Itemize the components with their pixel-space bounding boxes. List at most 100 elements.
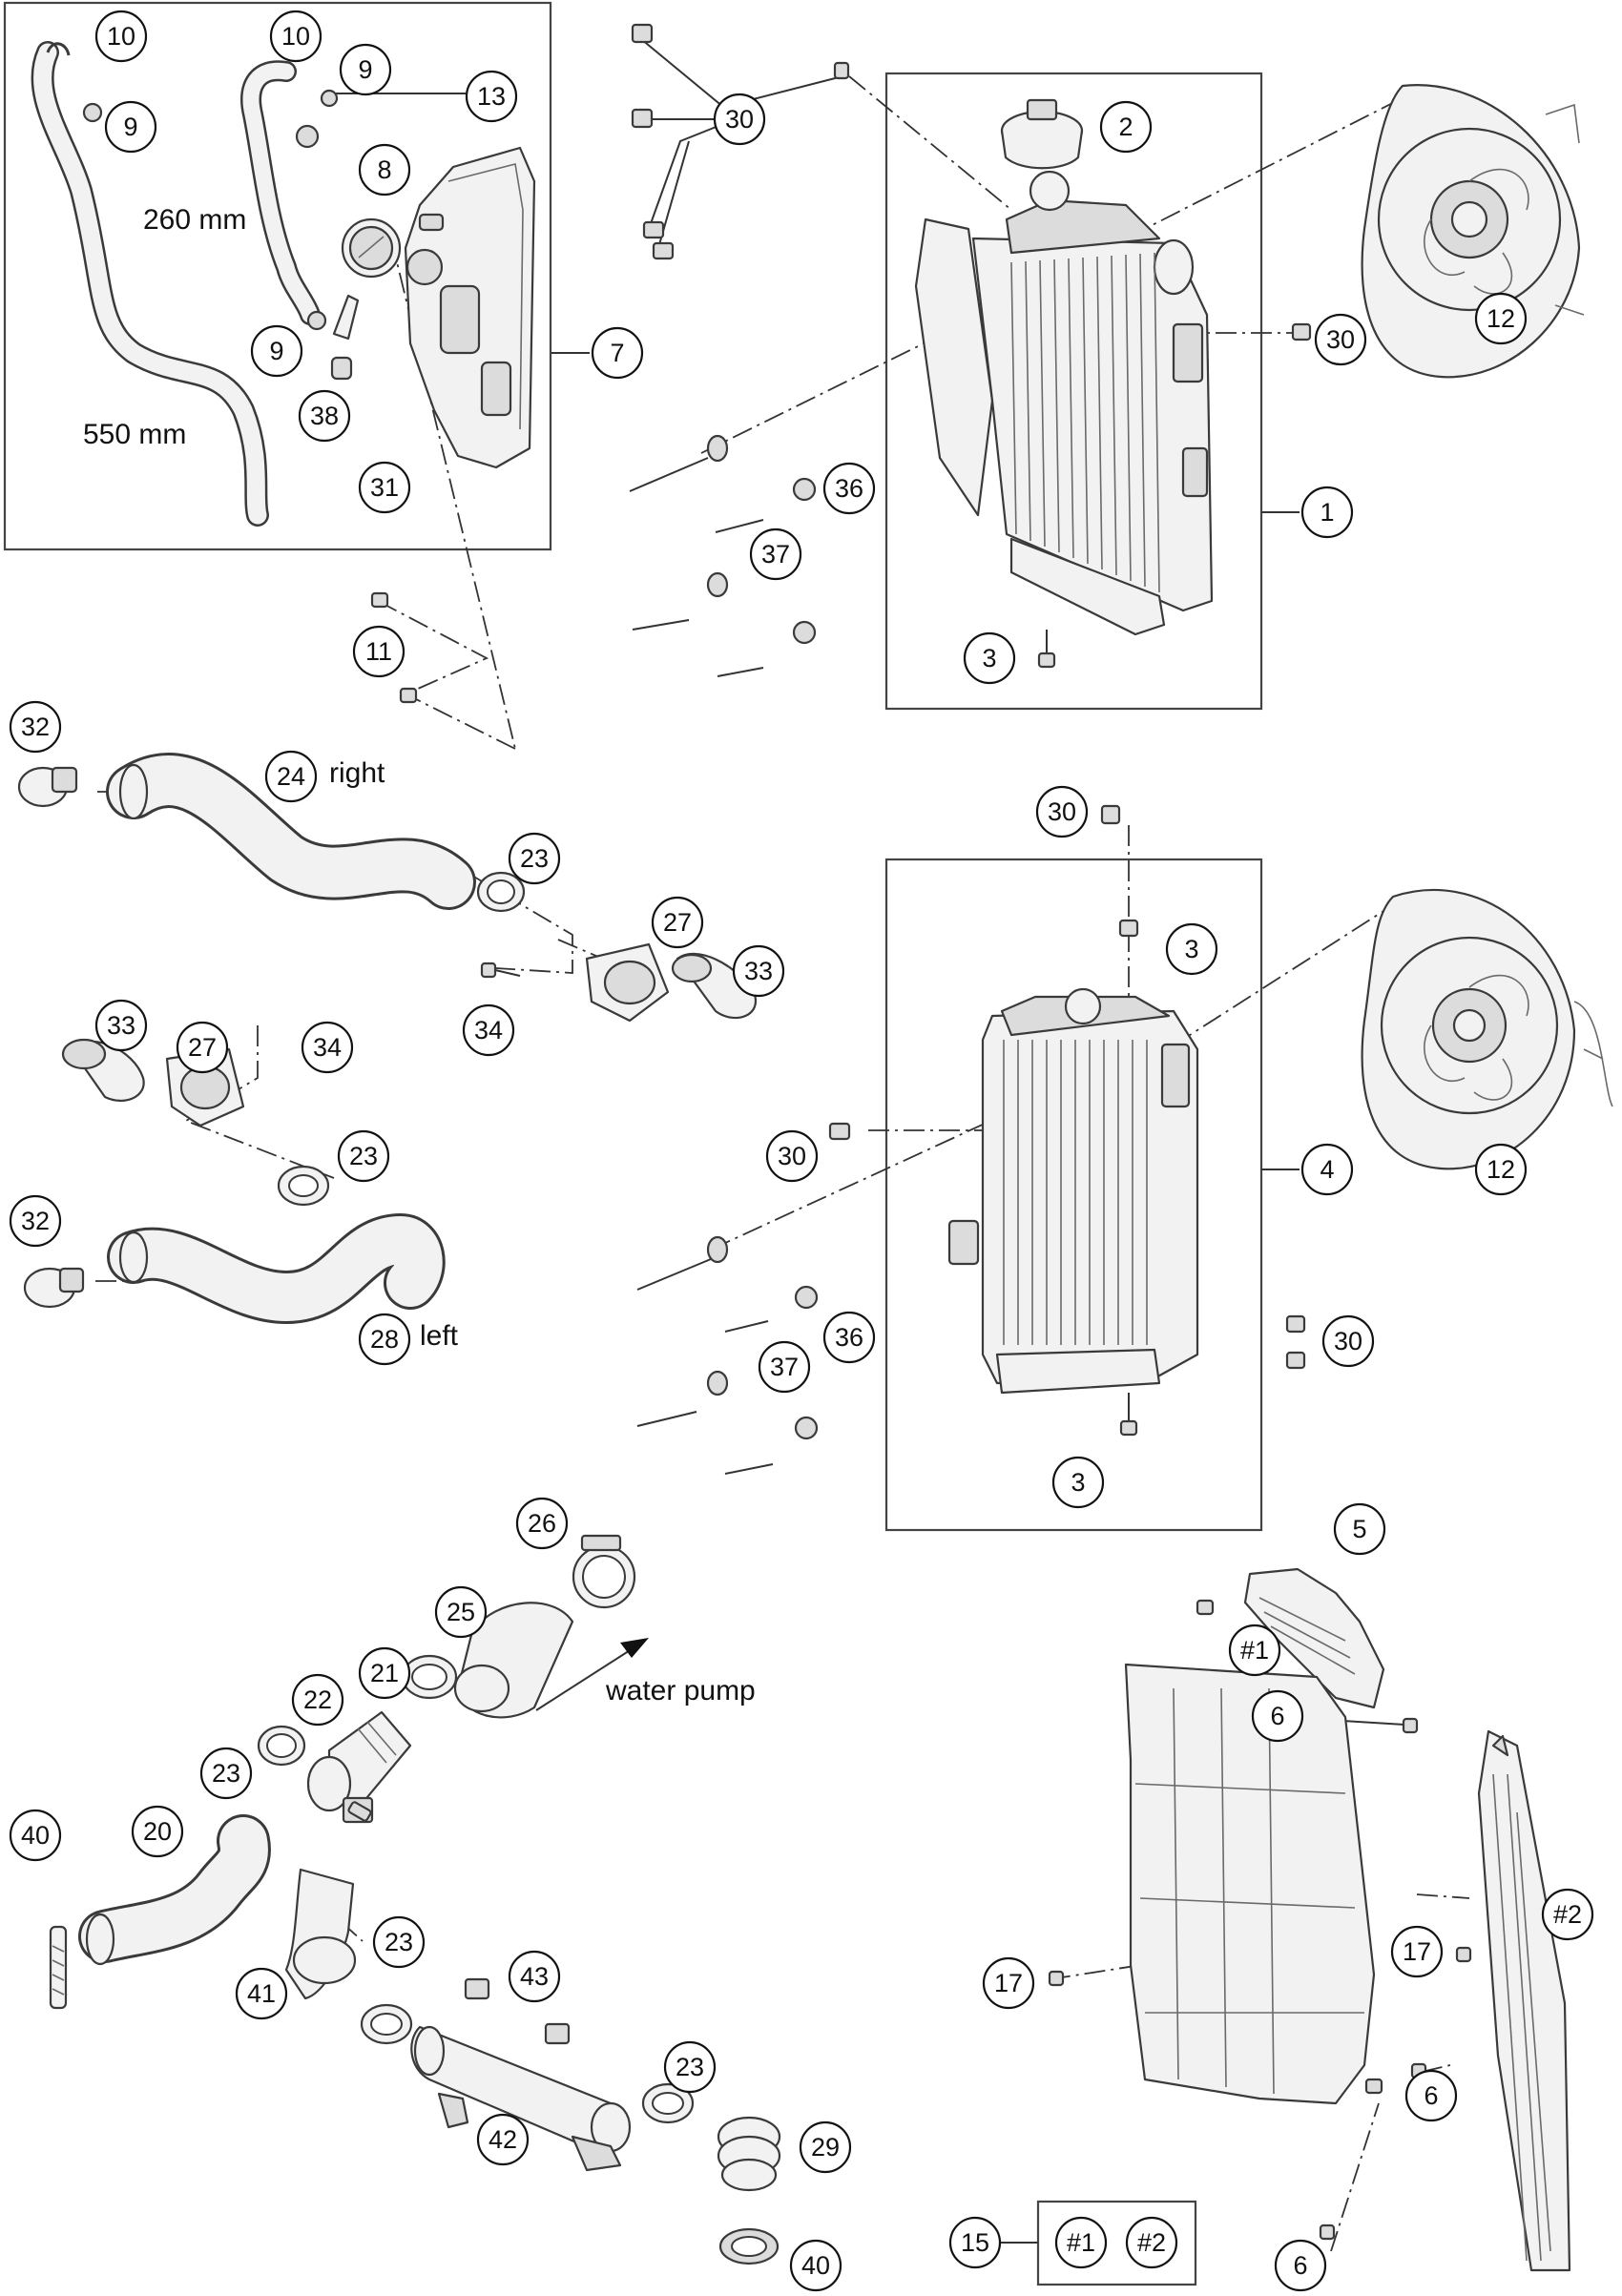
expansion-tank-kit-box (3, 1, 552, 551)
svg-text:42: 42 (489, 2125, 517, 2154)
svg-text:27: 27 (663, 908, 692, 937)
radiator-guard-5 (1196, 1567, 1419, 1734)
callout-7: 7 (591, 326, 644, 380)
right-clips-30 (631, 23, 1312, 341)
callout-38: 38 (298, 389, 351, 443)
svg-text:30: 30 (1334, 1327, 1362, 1355)
callout-30-c: 30 (1035, 785, 1089, 838)
callout-6-c: 6 (1274, 2239, 1327, 2292)
callout-17-b: 17 (1390, 1925, 1444, 1978)
hose-left-28 (107, 1212, 446, 1325)
clamp-23-top (476, 871, 526, 913)
callout-42: 42 (476, 2113, 530, 2166)
callout-11: 11 (352, 625, 406, 678)
callout-34-a: 34 (462, 1003, 515, 1057)
svg-text:6: 6 (1270, 1702, 1284, 1730)
left-label: left (420, 1320, 459, 1352)
callout-3-c: 3 (1051, 1456, 1105, 1509)
callout-37-b: 37 (758, 1340, 811, 1394)
water-pump-label: water pump (605, 1675, 756, 1706)
clamp-40-bottom (718, 2227, 780, 2265)
svg-text:25: 25 (447, 1598, 475, 1626)
svg-text:36: 36 (835, 1323, 863, 1352)
callout-8: 8 (358, 143, 411, 197)
svg-text:1: 1 (1320, 498, 1334, 527)
callout-34-b: 34 (301, 1021, 354, 1074)
callout-23-a: 23 (508, 832, 561, 885)
small-clamps (82, 89, 360, 381)
svg-text:#1: #1 (1067, 2228, 1095, 2257)
callout-31: 31 (358, 461, 411, 514)
svg-text:20: 20 (143, 1817, 172, 1846)
length-260mm-label: 260 mm (143, 204, 246, 236)
hose-41 (284, 1868, 357, 2000)
svg-text:11: 11 (365, 637, 392, 666)
callout-23-d: 23 (372, 1915, 426, 1969)
callout-23-e: 23 (663, 2040, 717, 2094)
svg-text:41: 41 (247, 1979, 276, 2008)
callout-9-c: 9 (250, 324, 303, 378)
hose-550mm (31, 41, 269, 527)
right-fan (1361, 84, 1585, 379)
clamp-21 (401, 1654, 458, 1700)
clamp-23-low (360, 2003, 413, 2045)
hose-clamp-32-bottom (23, 1267, 85, 1309)
screws-11 (370, 591, 418, 704)
svg-text:29: 29 (811, 2133, 840, 2162)
callout-32-a: 32 (9, 700, 62, 754)
hose-clamp-32-top (17, 766, 78, 808)
callout-27-a: 27 (651, 896, 704, 949)
svg-text:2: 2 (1118, 113, 1133, 141)
callout-37-a: 37 (749, 527, 802, 581)
svg-text:22: 22 (303, 1686, 332, 1714)
callout-6-b: 6 (1404, 2069, 1458, 2122)
screws-17-and-6 (1048, 1946, 1472, 2241)
svg-text:37: 37 (770, 1353, 799, 1381)
svg-text:27: 27 (188, 1033, 217, 1062)
thermostat-33-right (671, 952, 757, 1020)
callout-30-e: 30 (1321, 1314, 1375, 1368)
svg-text:10: 10 (281, 22, 310, 51)
svg-text:7: 7 (610, 339, 624, 367)
svg-text:37: 37 (761, 540, 790, 569)
callout-23-c: 23 (199, 1747, 253, 1800)
length-550mm-label: 550 mm (83, 419, 186, 450)
callout-shroud-2: #2 (1541, 1888, 1594, 1941)
clamp-23-right (641, 2082, 695, 2124)
svg-text:8: 8 (377, 155, 391, 184)
left-radiator (947, 987, 1199, 1395)
callout-1: 1 (1300, 486, 1354, 539)
svg-text:#1: #1 (1240, 1636, 1269, 1665)
callout-43: 43 (508, 1950, 561, 2003)
water-pump-arrow (535, 1638, 649, 1711)
svg-text:28: 28 (370, 1325, 399, 1354)
thermostat-housing-27-right (585, 942, 670, 1023)
left-fasteners (636, 1235, 819, 1475)
callout-26: 26 (515, 1497, 569, 1550)
svg-text:3: 3 (982, 644, 996, 672)
svg-text:12: 12 (1487, 304, 1515, 333)
thermostat-33-left (61, 1038, 145, 1102)
callout-33-a: 33 (732, 944, 785, 998)
connector-22 (306, 1710, 412, 1824)
callout-3-a: 3 (963, 631, 1016, 685)
callout-40-b: 40 (789, 2239, 842, 2292)
shroud-2 (1477, 1729, 1571, 2272)
svg-text:23: 23 (349, 1142, 378, 1170)
svg-text:13: 13 (477, 82, 506, 111)
hose-260mm (240, 60, 321, 325)
bolt-40-left (49, 1925, 68, 2010)
pipe-42 (410, 2025, 632, 2172)
callout-9-b: 9 (339, 43, 392, 96)
svg-text:6: 6 (1293, 2251, 1307, 2280)
hose-right-24 (106, 753, 476, 910)
callout-40-a: 40 (9, 1809, 62, 1862)
svg-text:43: 43 (520, 1962, 549, 1991)
callout-kit-2: #2 (1125, 2216, 1178, 2269)
callout-23-b: 23 (337, 1129, 390, 1183)
svg-text:31: 31 (370, 473, 399, 502)
callout-22: 22 (291, 1673, 344, 1727)
callout-17-a: 17 (982, 1956, 1035, 2010)
callout-kit-1: #1 (1054, 2216, 1108, 2269)
callout-33-b: 33 (94, 999, 148, 1052)
